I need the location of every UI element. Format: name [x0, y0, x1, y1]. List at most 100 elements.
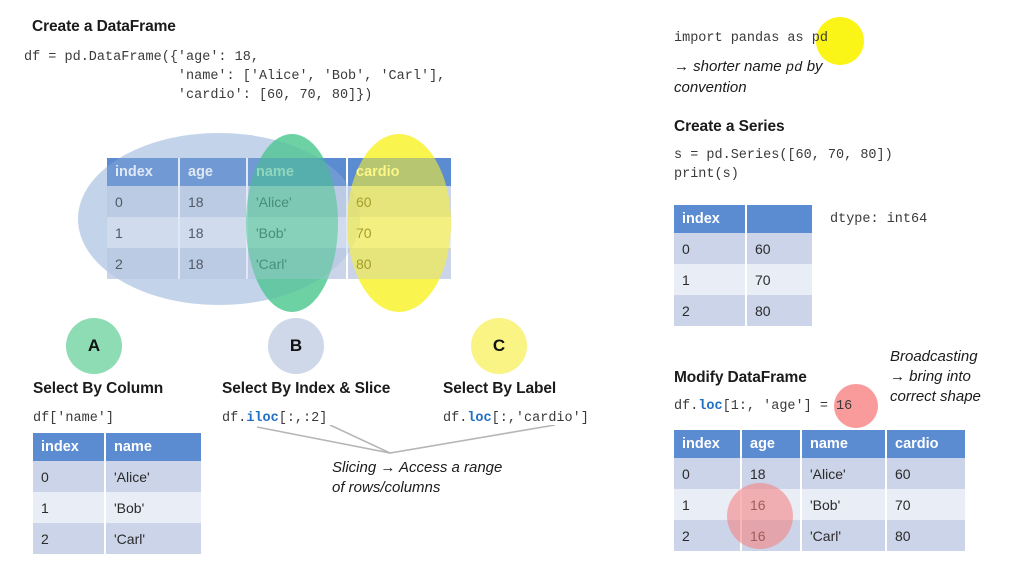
code-keyword-iloc: iloc — [246, 411, 279, 426]
modify-dataframe-heading: Modify DataFrame — [674, 369, 807, 386]
slicing-connector-line — [256, 425, 556, 454]
code-keyword-loc: loc — [467, 411, 492, 426]
col-header-name: name — [801, 430, 887, 458]
cell-name: 'Alice' — [801, 458, 887, 489]
legend-marker-a: A — [66, 318, 122, 374]
cell-age: 18 — [179, 248, 248, 279]
broadcasting-line-2: → bring into — [890, 368, 971, 385]
col-header-index: index — [674, 430, 742, 458]
cell-index: 1 — [674, 489, 742, 520]
col-header-name: name — [105, 433, 201, 461]
import-note-line-2: convention — [674, 79, 747, 96]
code-text-prefix: df. — [674, 399, 699, 414]
select-by-column-result-wrap: index name 0 'Alice' 1 'Bob' 2 'Carl' — [33, 433, 201, 554]
series-dtype-text: dtype: int64 — [830, 212, 928, 227]
slicing-note-line-1: Slicing → Access a range — [332, 459, 503, 476]
import-pandas-code: import pandas as pd — [674, 31, 828, 46]
col-header-age: age — [179, 158, 248, 186]
broadcasting-line-3: correct shape — [890, 388, 981, 405]
cell-age: 18 — [179, 217, 248, 248]
table-row: 0 60 — [674, 233, 812, 264]
cell-name: 'Carl' — [801, 520, 887, 551]
import-note-arrow-text: → shorter name — [674, 58, 786, 75]
series-table: index 0 60 1 70 2 80 — [674, 205, 812, 326]
create-series-heading: Create a Series — [674, 118, 785, 135]
broadcasting-line-1: Broadcasting — [890, 348, 978, 365]
code-line-2: 'cardio': [60, 70, 80]}) — [24, 88, 373, 103]
code-select-by-label: df.loc[:,'cardio'] — [443, 409, 589, 428]
cell-name: 'Alice' — [105, 461, 201, 492]
cell-value: 70 — [746, 264, 812, 295]
legend-marker-c: C — [471, 318, 527, 374]
table-row: 2 16 'Carl' 80 — [674, 520, 965, 551]
venn-ellipse-name-column-overlay — [246, 134, 338, 312]
cell-index: 2 — [107, 248, 180, 279]
create-series-code: s = pd.Series([60, 70, 80]) print(s) — [674, 146, 893, 184]
code-value-16: 16 — [836, 399, 853, 414]
col-header-blank — [746, 205, 812, 233]
broadcasting-note: Broadcasting → bring into correct shape — [890, 347, 1024, 407]
cell-index: 1 — [674, 264, 747, 295]
cell-index: 2 — [33, 523, 106, 554]
col-header-index: index — [33, 433, 106, 461]
col-header-cardio: cardio — [886, 430, 965, 458]
code-text-prefix: df. — [443, 411, 468, 426]
cell-index: 0 — [674, 458, 742, 489]
table-header-row: index age name cardio — [674, 430, 965, 458]
series-table-wrap: index 0 60 1 70 2 80 — [674, 205, 812, 326]
cell-index: 1 — [107, 217, 180, 248]
cell-value: 80 — [746, 295, 812, 326]
cell-index: 0 — [33, 461, 106, 492]
cell-index: 2 — [674, 295, 747, 326]
cell-index: 0 — [107, 186, 180, 217]
cell-name: 'Carl' — [105, 523, 201, 554]
cell-age: 18 — [179, 186, 248, 217]
import-note-mono: pd — [785, 60, 803, 76]
table-row: 2 80 — [674, 295, 812, 326]
table-header-row: index — [674, 205, 812, 233]
legend-marker-b: B — [268, 318, 324, 374]
create-dataframe-heading: Create a DataFrame — [32, 18, 176, 35]
create-dataframe-code: df = pd.DataFrame({'age': 18, 'name': ['… — [24, 48, 445, 105]
cell-age: 16 — [741, 520, 802, 551]
table-header-row: index name — [33, 433, 201, 461]
import-note: → shorter name pd by convention — [674, 57, 904, 98]
code-text-mid: [1:, 'age'] = — [722, 399, 837, 414]
cell-index: 0 — [674, 233, 747, 264]
cell-index: 1 — [33, 492, 106, 523]
code-line-0: s = pd.Series([60, 70, 80]) — [674, 148, 893, 163]
section-title-select-by-column: Select By Column — [33, 380, 164, 397]
table-row: 0 18 'Alice' 60 — [674, 458, 965, 489]
select-by-column-result-table: index name 0 'Alice' 1 'Bob' 2 'Carl' — [33, 433, 201, 554]
import-note-tail: by — [802, 58, 823, 75]
table-row: 1 'Bob' — [33, 492, 201, 523]
col-header-index: index — [674, 205, 747, 233]
cell-age: 18 — [741, 458, 802, 489]
modified-dataframe-table-wrap: index age name cardio 0 18 'Alice' 60 1 … — [674, 430, 965, 551]
cell-name: 'Bob' — [801, 489, 887, 520]
cell-cardio: 60 — [886, 458, 965, 489]
cell-index: 2 — [674, 520, 742, 551]
modified-dataframe-table: index age name cardio 0 18 'Alice' 60 1 … — [674, 430, 965, 551]
code-select-by-index-slice: df.iloc[:,:2] — [222, 409, 327, 428]
cell-age: 16 — [741, 489, 802, 520]
code-line-1: print(s) — [674, 167, 739, 182]
cell-cardio: 80 — [886, 520, 965, 551]
col-header-age: age — [741, 430, 802, 458]
code-line-1: 'name': ['Alice', 'Bob', 'Carl'], — [24, 69, 446, 84]
code-keyword-loc: loc — [698, 399, 723, 414]
legend-marker-a-label: A — [87, 336, 101, 355]
venn-ellipse-cardio-column-overlay — [347, 134, 451, 312]
slicing-note-line-2: of rows/columns — [332, 479, 441, 496]
col-header-index: index — [107, 158, 180, 186]
table-row: 2 'Carl' — [33, 523, 201, 554]
import-note-line-1: → shorter name pd by — [674, 57, 904, 78]
code-text: df['name'] — [33, 411, 115, 426]
modify-dataframe-code: df.loc[1:, 'age'] = 16 — [674, 397, 852, 416]
slicing-note: Slicing → Access a range of rows/columns — [332, 458, 592, 498]
cell-cardio: 70 — [886, 489, 965, 520]
table-row: 1 16 'Bob' 70 — [674, 489, 965, 520]
table-row: 0 'Alice' — [33, 461, 201, 492]
cell-value: 60 — [746, 233, 812, 264]
table-row: 1 70 — [674, 264, 812, 295]
